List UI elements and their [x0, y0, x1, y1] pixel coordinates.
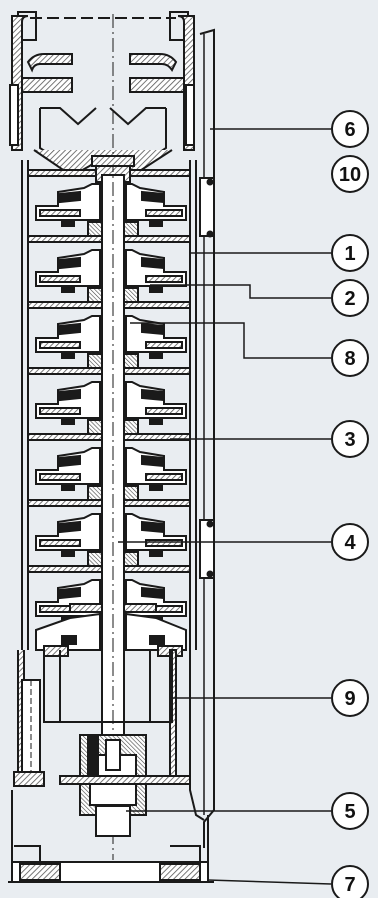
callout-number: 5 [344, 801, 355, 823]
callout-leader [207, 879, 332, 885]
coupling [59, 734, 191, 837]
callout-number: 2 [344, 288, 355, 310]
callout-number: 3 [344, 429, 355, 451]
suction-housing [13, 649, 205, 821]
pump-base [8, 790, 214, 883]
callout-number: 9 [344, 688, 355, 710]
callout-circle [331, 110, 369, 148]
callout-10: 10 [331, 155, 369, 193]
callout-5: 5 [126, 792, 369, 830]
callout-circle [331, 234, 369, 272]
callout-number: 1 [344, 243, 355, 265]
callout-2: 2 [150, 279, 369, 317]
callout-number: 8 [344, 348, 355, 370]
callout-group: 6 10 1 2 8 3 4 9 5 7 [118, 110, 369, 898]
callout-circle [331, 155, 369, 193]
callout-circle [331, 792, 369, 830]
callout-6: 6 [210, 110, 369, 148]
callout-circle [331, 523, 369, 561]
callout-9: 9 [172, 679, 369, 717]
callout-circle [331, 865, 369, 898]
callout-circle [331, 279, 369, 317]
discharge-head [9, 11, 195, 151]
callout-circle [331, 339, 369, 377]
callout-circle [331, 420, 369, 458]
callout-7: 7 [207, 865, 369, 898]
outer-sleeve [199, 28, 215, 848]
callout-number: 7 [344, 874, 355, 896]
callout-4: 4 [118, 523, 369, 561]
callout-number: 4 [344, 532, 356, 554]
callout-1: 1 [190, 234, 369, 272]
bottom-stage [35, 603, 187, 657]
callout-number: 10 [339, 164, 361, 186]
callout-3: 3 [170, 420, 369, 458]
callout-leader [150, 284, 331, 299]
callout-8: 8 [130, 322, 369, 377]
callout-leader [130, 322, 331, 359]
callout-number: 6 [344, 119, 355, 141]
callout-circle [331, 679, 369, 717]
